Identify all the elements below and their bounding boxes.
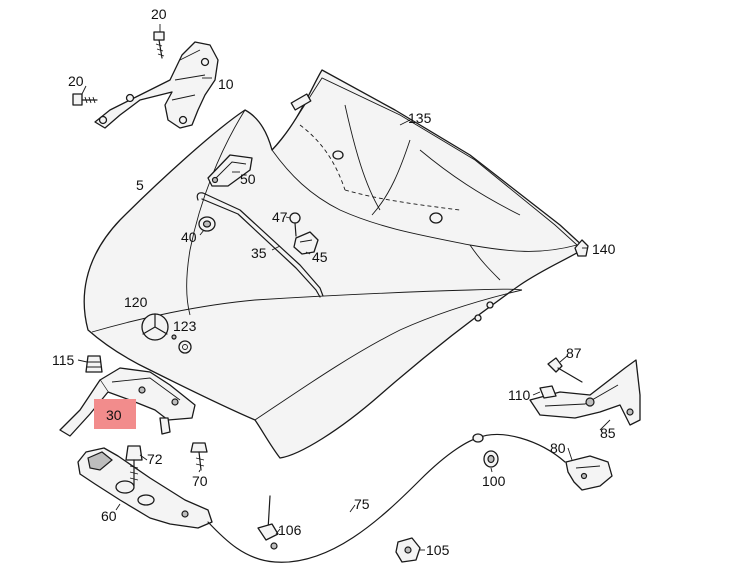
cable-clip[interactable] bbox=[395, 537, 421, 563]
hood-hinge[interactable] bbox=[94, 41, 219, 129]
label-70[interactable]: 70 bbox=[192, 473, 208, 489]
release-handle[interactable] bbox=[207, 154, 253, 187]
lock-bolt[interactable] bbox=[125, 445, 143, 487]
label-85[interactable]: 85 bbox=[600, 425, 616, 441]
label-5[interactable]: 5 bbox=[136, 177, 144, 193]
label-106[interactable]: 106 bbox=[278, 522, 302, 538]
rubber-buffer[interactable] bbox=[574, 239, 589, 257]
label-120[interactable]: 120 bbox=[124, 294, 148, 310]
label-20-left[interactable]: 20 bbox=[68, 73, 84, 89]
cable-holder[interactable] bbox=[257, 495, 279, 550]
release-cable[interactable] bbox=[207, 433, 566, 563]
label-115[interactable]: 115 bbox=[52, 352, 75, 368]
leader-lines bbox=[77, 24, 611, 551]
label-75[interactable]: 75 bbox=[354, 496, 370, 512]
release-lever[interactable] bbox=[565, 455, 613, 491]
hinge-bolt-left[interactable] bbox=[72, 93, 98, 106]
label-40[interactable]: 40 bbox=[181, 229, 197, 245]
label-87[interactable]: 87 bbox=[566, 345, 582, 361]
label-105[interactable]: 105 bbox=[426, 542, 450, 558]
label-135[interactable]: 135 bbox=[408, 110, 432, 126]
label-60[interactable]: 60 bbox=[101, 508, 117, 524]
label-72[interactable]: 72 bbox=[147, 451, 163, 467]
label-35[interactable]: 35 bbox=[251, 245, 267, 261]
highlight-box-30 bbox=[94, 399, 136, 429]
screw[interactable] bbox=[289, 212, 301, 237]
bracket-nut[interactable] bbox=[539, 385, 557, 399]
cable-grommet[interactable] bbox=[483, 450, 499, 468]
bracket-screw[interactable] bbox=[547, 357, 583, 383]
rod-clip[interactable] bbox=[293, 231, 319, 255]
rod-grommet[interactable] bbox=[198, 216, 216, 232]
lever-bracket[interactable] bbox=[529, 359, 641, 426]
support-rod[interactable] bbox=[196, 192, 324, 298]
emblem-holder[interactable] bbox=[171, 334, 192, 354]
lock-screw[interactable] bbox=[190, 442, 208, 471]
label-110[interactable]: 110 bbox=[508, 387, 531, 403]
label-45[interactable]: 45 bbox=[312, 249, 328, 265]
hinge-bolt-top[interactable] bbox=[153, 31, 165, 59]
hood-lock[interactable] bbox=[59, 367, 196, 437]
label-123[interactable]: 123 bbox=[173, 318, 197, 334]
lock-lower-part[interactable] bbox=[77, 447, 213, 529]
label-100[interactable]: 100 bbox=[482, 473, 506, 489]
hood-panel[interactable] bbox=[83, 69, 586, 459]
label-10[interactable]: 10 bbox=[218, 76, 234, 92]
label-80[interactable]: 80 bbox=[550, 440, 566, 456]
star-emblem[interactable] bbox=[141, 313, 169, 341]
label-20-top[interactable]: 20 bbox=[151, 6, 167, 22]
label-50[interactable]: 50 bbox=[240, 171, 256, 187]
label-140[interactable]: 140 bbox=[592, 241, 616, 257]
label-47[interactable]: 47 bbox=[272, 209, 288, 225]
label-30[interactable]: 30 bbox=[106, 407, 122, 423]
bump-stop[interactable] bbox=[85, 355, 103, 373]
